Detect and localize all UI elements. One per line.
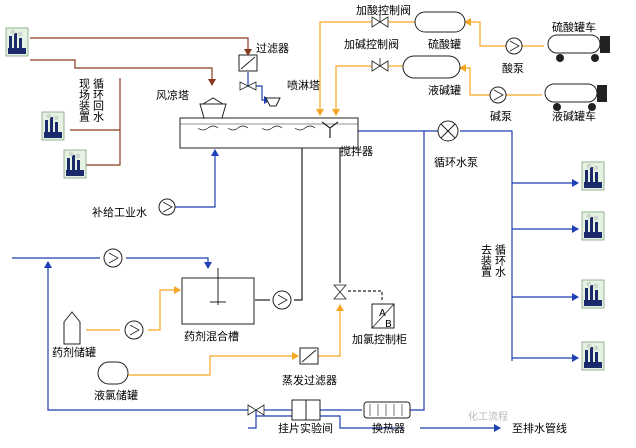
chlorine-cabinet-label: 加氯控制柜 — [352, 332, 407, 346]
filter-icon — [238, 54, 258, 72]
chem-pump-icon — [124, 320, 144, 340]
acid-valve-icon — [371, 14, 389, 28]
alkali-truck-label: 液碱罐车 — [552, 109, 596, 123]
side-lab — [291, 399, 321, 421]
factory-icon — [63, 149, 87, 179]
water-lines — [12, 72, 579, 432]
cabinet-letter-b: B — [385, 319, 392, 330]
cabinet-letter-a: A — [379, 308, 386, 319]
evap-filter-label: 蒸发过滤器 — [282, 373, 337, 387]
acid-truck-icon — [547, 34, 610, 62]
spray-tower-label: 喷淋塔 — [287, 79, 320, 92]
cooling-tower-label: 风凉塔 — [156, 88, 189, 102]
liquid-chlorine-label: 液氯储罐 — [94, 388, 138, 402]
factory-icon — [41, 111, 65, 141]
alkali-valve-icon — [371, 58, 389, 72]
mixer-icon — [321, 121, 339, 138]
filter-label: 过滤器 — [256, 42, 289, 55]
drain-label: 至排水管线 — [512, 421, 567, 435]
alkali-pump-icon — [489, 86, 507, 104]
valve-icon — [239, 81, 257, 91]
heat-exchanger-icon — [363, 401, 411, 419]
site-device-label: 现场装置 — [78, 78, 91, 122]
acid-pump-icon — [505, 37, 523, 55]
chemical-lines — [86, 18, 544, 376]
dosing-pump-icon — [272, 290, 292, 310]
liquid-chlorine-tank — [97, 361, 129, 385]
factory-icon — [581, 279, 605, 309]
feed-pump-icon — [103, 248, 123, 268]
spray-tower-icon — [265, 97, 281, 107]
alkali-tank-label: 液碱罐 — [428, 83, 461, 97]
alkali-pump-label: 碱泵 — [490, 110, 512, 123]
side-lab-label: 挂片实验间 — [278, 421, 333, 435]
chem-storage-label: 药剂储罐 — [52, 345, 96, 359]
to-device-right-label: 去装置 — [480, 244, 493, 277]
alkali-valve-label: 加碱控制阀 — [344, 37, 399, 51]
cooling-tower-basin — [179, 97, 359, 149]
acid-truck-label: 硫酸罐车 — [552, 20, 596, 34]
mixer-label: 搅拌器 — [340, 144, 373, 158]
chem-storage-tank — [63, 311, 81, 345]
factory-icon — [5, 27, 29, 57]
acid-tank — [414, 11, 466, 33]
circulation-pump-icon — [437, 120, 459, 142]
makeup-water-label: 补给工业水 — [92, 206, 147, 219]
acid-tank-label: 硫酸罐 — [428, 37, 461, 51]
evap-filter-icon — [299, 347, 319, 365]
acid-pump-label: 酸泵 — [502, 61, 524, 75]
factory-icon — [581, 341, 605, 371]
watermark-text: 化工流程 — [468, 410, 508, 423]
alkali-tank — [402, 55, 461, 79]
circulation-pump-label: 循环水泵 — [434, 156, 478, 169]
alkali-truck-icon — [544, 83, 607, 111]
return-water-label: 循环回水 — [92, 78, 105, 122]
dosing-tank-label: 药剂混合槽 — [184, 329, 239, 343]
makeup-pump-icon — [158, 198, 176, 216]
acid-valve-label: 加酸控制阀 — [356, 3, 411, 17]
factory-icon — [581, 211, 605, 241]
heat-exchanger-label: 换热器 — [372, 421, 405, 435]
circ-water-right-label: 循环水 — [494, 244, 507, 277]
factory-icon — [581, 161, 605, 191]
loop-valve-icon — [247, 404, 265, 416]
dosing-tank — [181, 268, 255, 325]
chlorine-valve-icon — [333, 284, 347, 300]
process-lines — [255, 139, 383, 302]
return-water-lines — [30, 37, 252, 166]
chlorine-cabinet — [371, 303, 395, 329]
